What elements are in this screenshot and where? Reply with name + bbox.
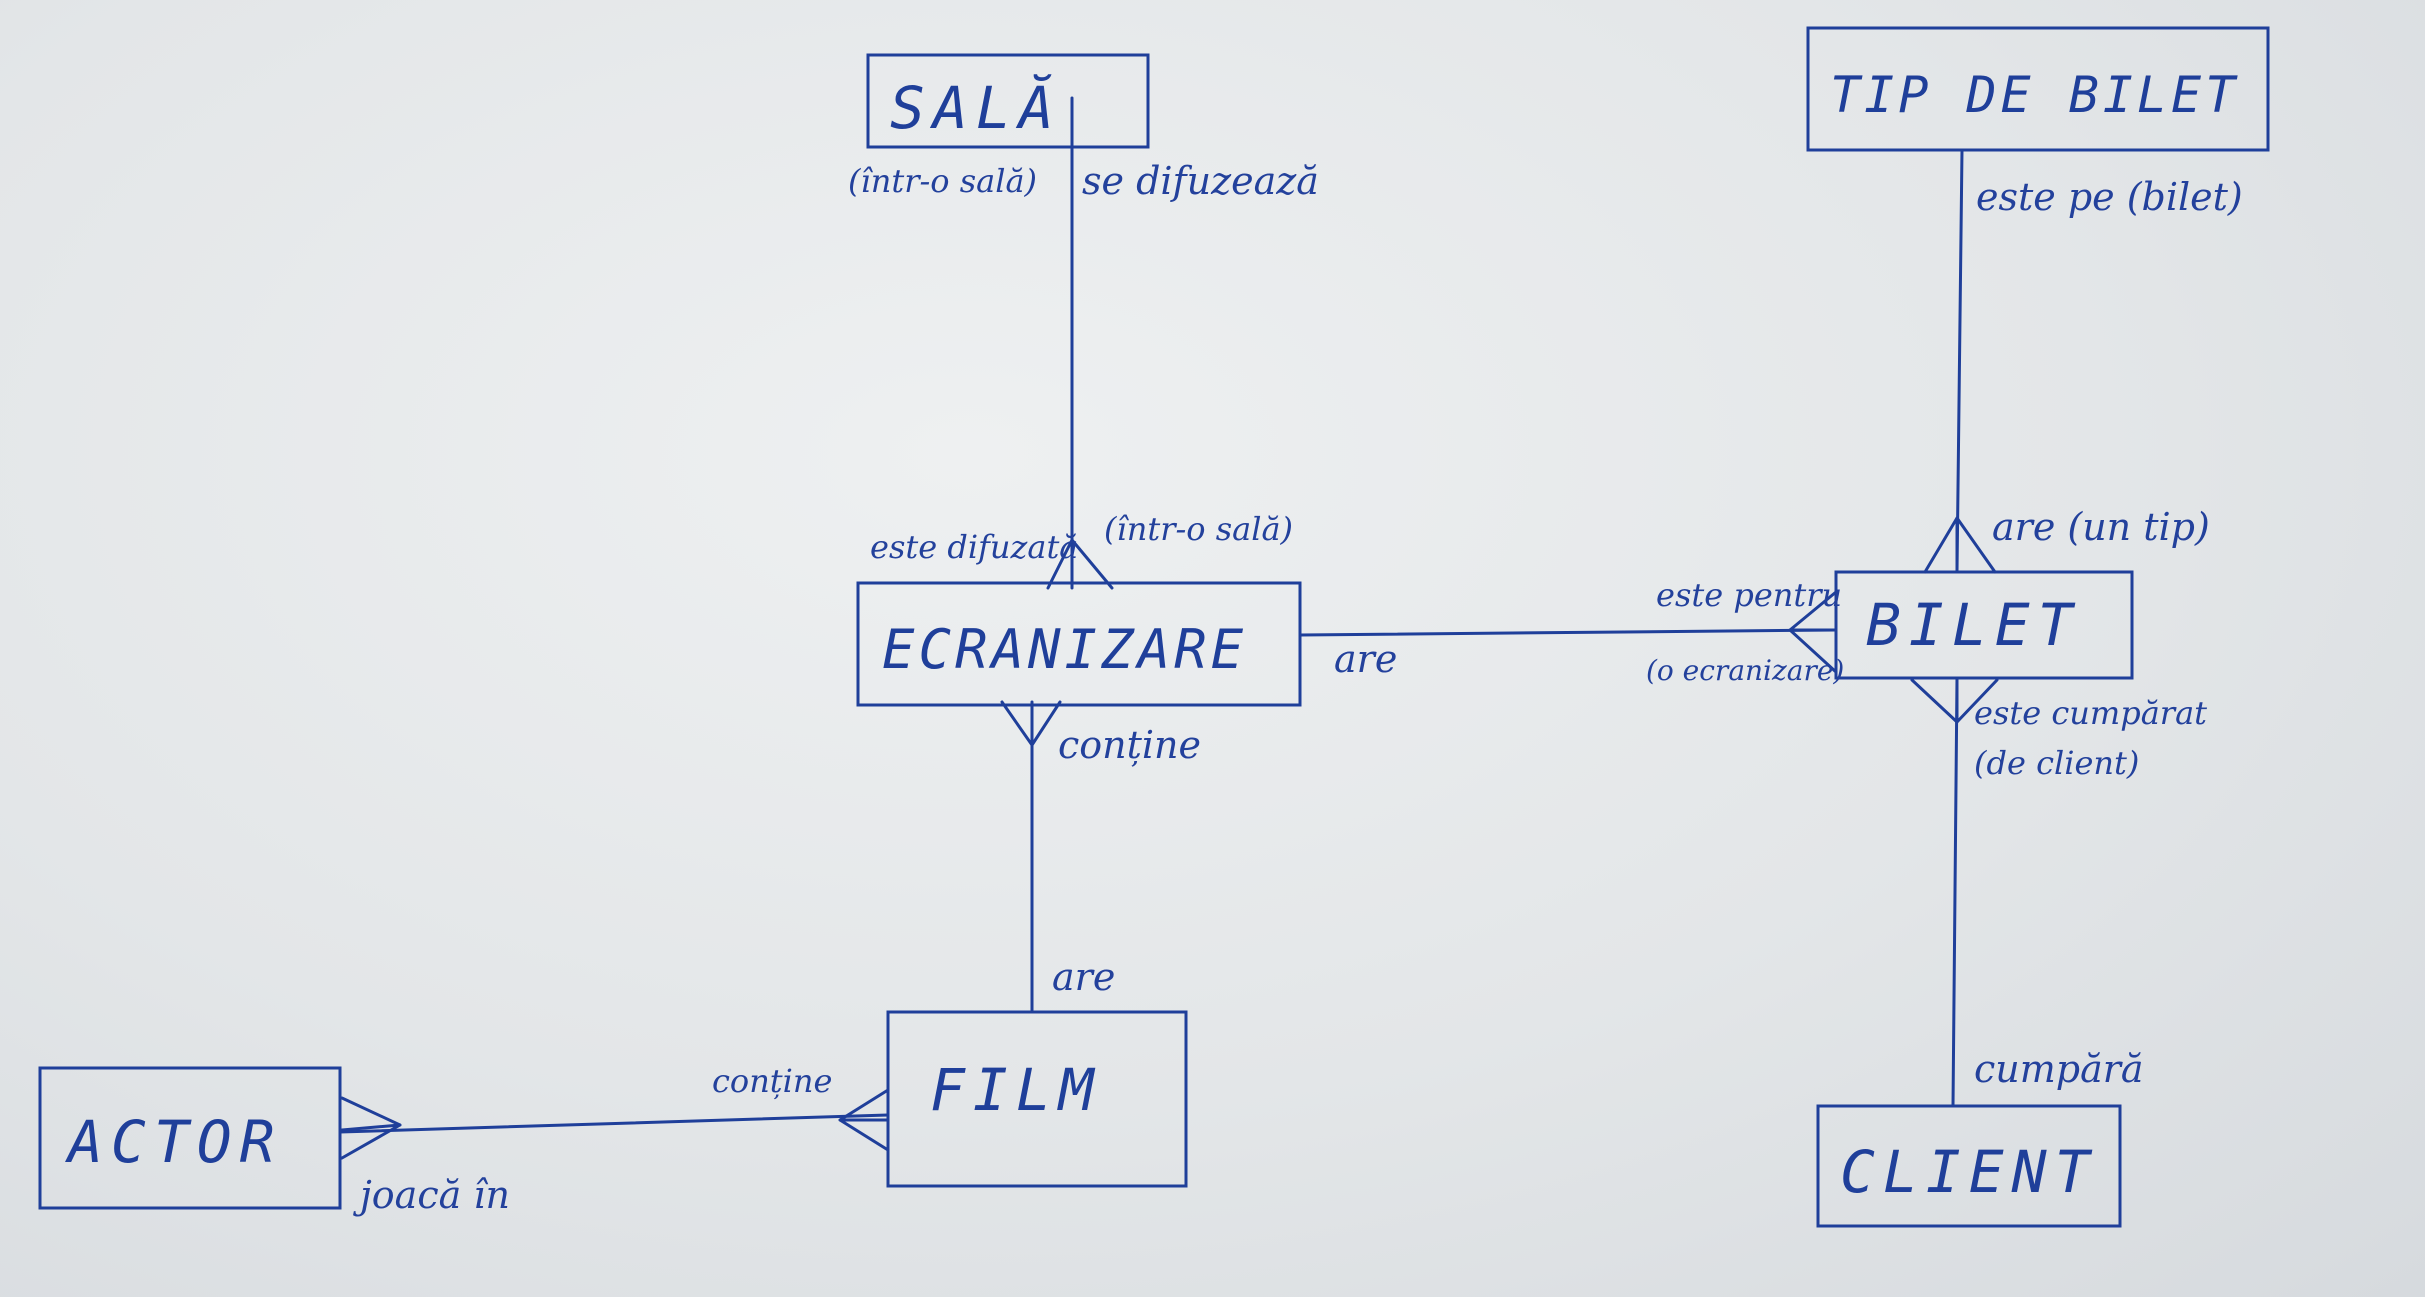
crowfoot-ecranizare-film (1000, 700, 1062, 747)
entity-ecranizare: ECRANIZARE (856, 581, 1302, 707)
entity-film: FILM (886, 1010, 1188, 1188)
entity-ecranizare-label: ECRANIZARE (882, 618, 1247, 681)
label-bilet-o-ecranizare: (o ecranizare) (1646, 654, 1844, 687)
crowfoot-ecranizare-sala (1046, 538, 1114, 590)
crowfoot-actor-film (340, 1096, 402, 1160)
entity-tip-bilet-label: TIP DE BILET (1830, 66, 2239, 124)
crowfoot-film-actor (838, 1088, 890, 1152)
line-ecranizare-bilet (1298, 628, 1838, 637)
label-bilet-de-client: (de client) (1974, 744, 2139, 782)
label-ecranizare-contine: conține (1058, 723, 1201, 767)
line-tip-bilet (1955, 148, 1964, 574)
label-film-are: are (1052, 955, 1115, 999)
entity-client-label: CLIENT (1840, 1138, 2098, 1206)
label-client-cumpara: cumpără (1974, 1047, 2144, 1091)
entity-sala-label: SALĂ (890, 73, 1062, 142)
label-ecranizare-paren: (într-o sală) (1104, 510, 1293, 548)
label-bilet-este-cumparat: este cumpărat (1974, 694, 2207, 732)
label-ecranizare-este-difuzata: este difuzată (870, 528, 1078, 566)
crowfoot-bilet-client (1910, 678, 1999, 724)
label-actor-joaca-in: joacă în (353, 1173, 510, 1217)
crowfoot-bilet-ecranizare (1788, 590, 1838, 674)
entity-tip-bilet: TIP DE BILET (1806, 26, 2270, 152)
entity-actor-label: ACTOR (65, 1108, 283, 1176)
entity-bilet-label: BILET (1866, 591, 2081, 659)
label-bilet-este-pentru: este pentru (1656, 576, 1842, 614)
entity-bilet: BILET (1834, 570, 2134, 680)
label-sala-se-difuzeaza: se difuzează (1082, 159, 1319, 203)
line-actor-film (338, 1113, 890, 1134)
label-bilet-are-un-tip: are (un tip) (1992, 505, 2210, 549)
label-ecranizare-are-bilet: are (1334, 637, 1397, 681)
entity-sala: SALĂ (866, 53, 1150, 149)
crowfoot-bilet-tip (1923, 516, 1997, 574)
entity-actor: ACTOR (38, 1066, 342, 1210)
entity-film-label: FILM (930, 1056, 1102, 1124)
label-film-contine: conține (712, 1062, 832, 1100)
entity-client: CLIENT (1816, 1104, 2122, 1228)
line-bilet-client (1951, 676, 1959, 1108)
label-sala-paren: (într-o sală) (848, 162, 1037, 200)
label-tip-este-pe-bilet: este pe (bilet) (1976, 175, 2243, 219)
